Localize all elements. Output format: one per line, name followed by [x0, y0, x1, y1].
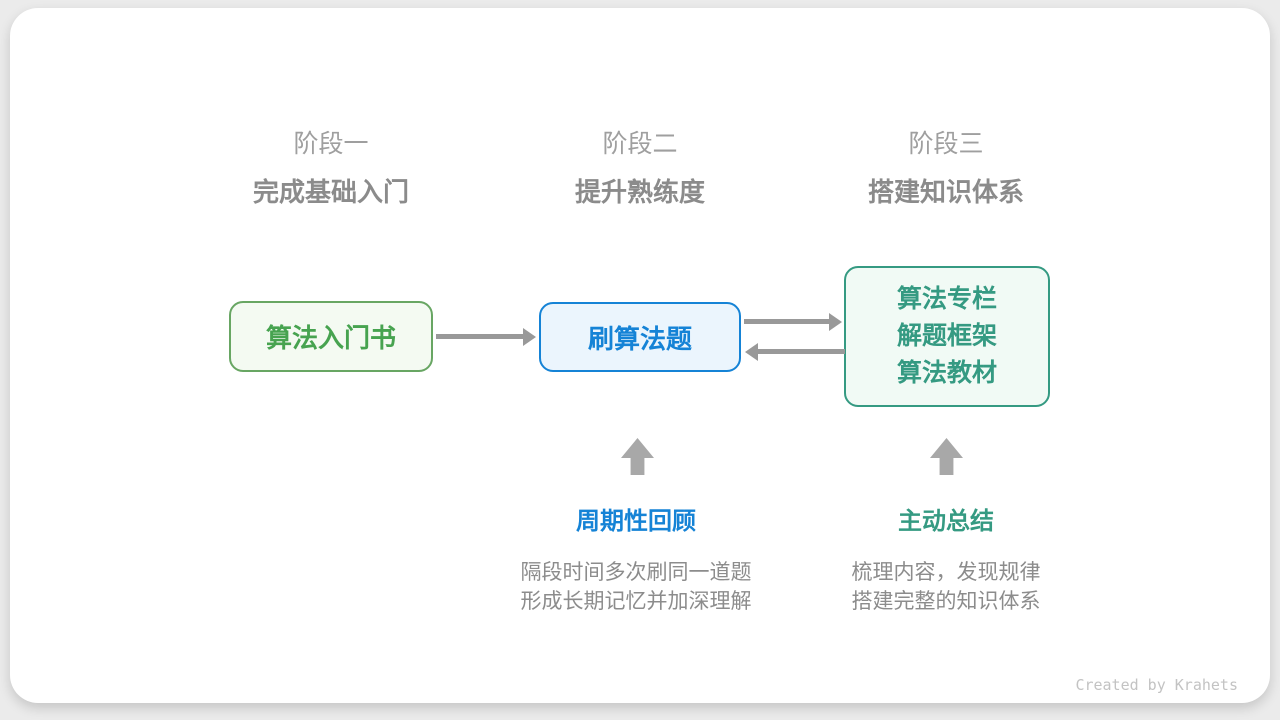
stage-3-label: 阶段三 — [908, 130, 984, 158]
arrow-sources-to-practice-line — [758, 349, 845, 354]
node-algo-intro-book: 算法入门书 — [229, 301, 433, 372]
arrow-practice-to-sources-line — [744, 319, 830, 324]
node-solve-algo-problems-label: 刷算法题 — [587, 323, 692, 354]
stage-2-subtitle: 提升熟练度 — [574, 177, 705, 207]
stage-2-label: 阶段二 — [602, 130, 678, 158]
arrow-intro-to-practice-line — [436, 334, 524, 339]
arrow-sources-to-practice-head-icon — [745, 343, 758, 361]
node-algo-intro-book-label: 算法入门书 — [265, 323, 396, 353]
arrow-practice-to-sources-head-icon — [829, 313, 842, 331]
stage-1-subtitle: 完成基础入门 — [252, 177, 409, 207]
credit-text: Created by Krahets — [1075, 676, 1238, 694]
annotation-active-summary-desc-line-2: 搭建完整的知识体系 — [851, 590, 1041, 613]
node-knowledge-sources-line-1: 算法专栏 — [896, 285, 997, 313]
node-knowledge-sources: 算法专栏 解题框架 算法教材 — [844, 266, 1050, 407]
arrow-intro-to-practice-head-icon — [523, 328, 536, 346]
node-solve-algo-problems: 刷算法题 — [539, 302, 741, 372]
annotation-active-summary-desc-line-1: 梳理内容，发现规律 — [851, 561, 1041, 584]
annotation-periodic-review-desc-line-1: 隔段时间多次刷同一道题 — [520, 561, 752, 584]
stage-2-header: 阶段二 提升熟练度 — [520, 129, 760, 207]
node-knowledge-sources-line-2: 解题框架 — [896, 322, 997, 350]
stage-1-label: 阶段一 — [293, 130, 369, 158]
stage-3-subtitle: 搭建知识体系 — [867, 177, 1024, 207]
stage-1-header: 阶段一 完成基础入门 — [211, 129, 451, 207]
node-knowledge-sources-line-3: 算法教材 — [896, 359, 997, 387]
annotation-active-summary-title: 主动总结 — [898, 508, 994, 535]
annotation-periodic-review-desc-line-2: 形成长期记忆并加深理解 — [520, 590, 752, 613]
annotation-periodic-review-title: 周期性回顾 — [576, 508, 696, 535]
annotation-active-summary: 主动总结 梳理内容，发现规律 搭建完整的知识体系 — [786, 508, 1106, 616]
stage-3-header: 阶段三 搭建知识体系 — [826, 129, 1066, 207]
annotation-periodic-review: 周期性回顾 隔段时间多次刷同一道题 形成长期记忆并加深理解 — [476, 508, 796, 616]
annotation-periodic-review-desc: 隔段时间多次刷同一道题 形成长期记忆并加深理解 — [476, 558, 796, 616]
annotation-active-summary-desc: 梳理内容，发现规律 搭建完整的知识体系 — [786, 558, 1106, 616]
